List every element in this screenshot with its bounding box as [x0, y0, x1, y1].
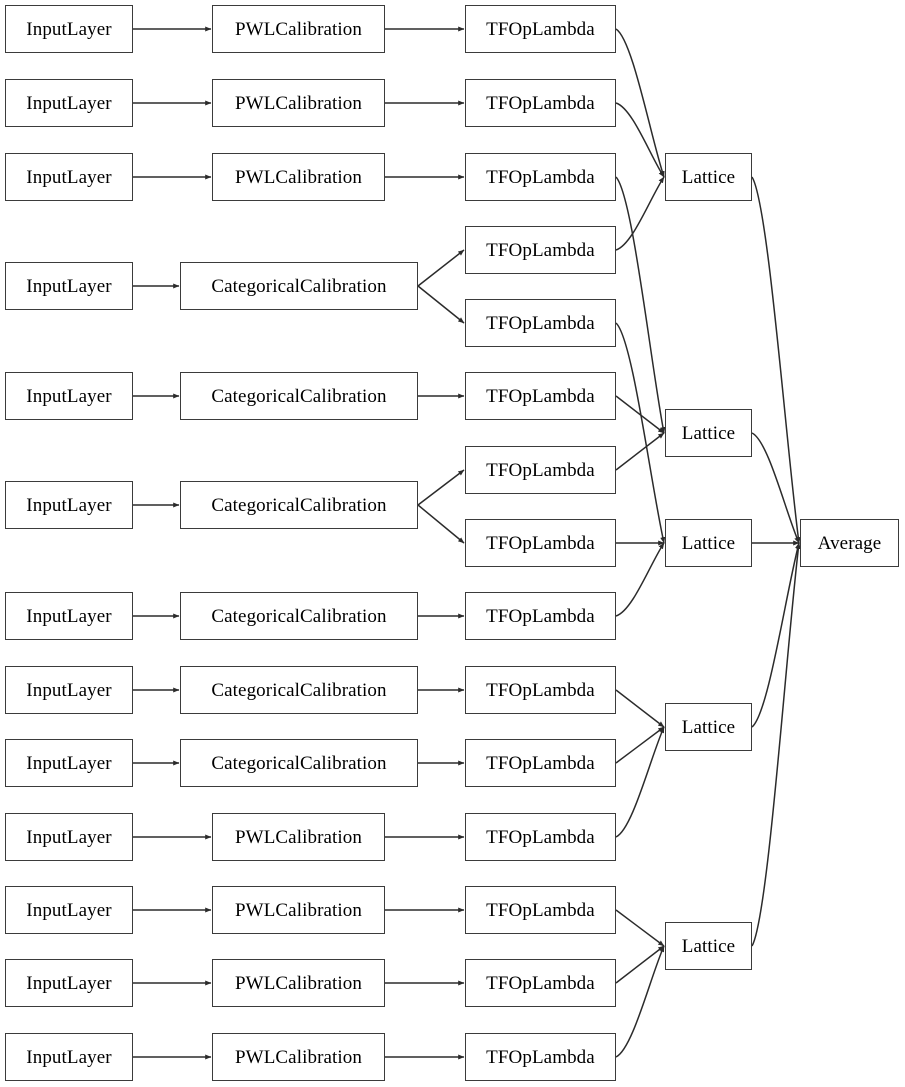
node-cal8[interactable]: CategoricalCalibration [180, 666, 418, 714]
node-lam8[interactable]: TFOpLambda [465, 519, 616, 567]
node-label: TFOpLambda [486, 972, 595, 994]
node-label: InputLayer [26, 826, 112, 848]
node-label: InputLayer [26, 1046, 112, 1068]
node-lat1[interactable]: Lattice [665, 153, 752, 201]
node-label: Lattice [681, 422, 736, 444]
node-lam5[interactable]: TFOpLambda [465, 299, 616, 347]
node-label: InputLayer [26, 275, 112, 297]
node-lam14[interactable]: TFOpLambda [465, 959, 616, 1007]
node-in7[interactable]: InputLayer [5, 592, 133, 640]
node-cal12[interactable]: PWLCalibration [212, 959, 385, 1007]
node-in9[interactable]: InputLayer [5, 739, 133, 787]
node-lat4[interactable]: Lattice [665, 703, 752, 751]
node-cal6[interactable]: CategoricalCalibration [180, 481, 418, 529]
node-lam2[interactable]: TFOpLambda [465, 79, 616, 127]
node-label: TFOpLambda [486, 752, 595, 774]
node-label: TFOpLambda [486, 385, 595, 407]
node-avg[interactable]: Average [800, 519, 899, 567]
node-label: InputLayer [26, 605, 112, 627]
node-lat2[interactable]: Lattice [665, 409, 752, 457]
node-lam1[interactable]: TFOpLambda [465, 5, 616, 53]
node-cal7[interactable]: CategoricalCalibration [180, 592, 418, 640]
node-cal9[interactable]: CategoricalCalibration [180, 739, 418, 787]
node-label: TFOpLambda [486, 18, 595, 40]
node-in6[interactable]: InputLayer [5, 481, 133, 529]
node-in8[interactable]: InputLayer [5, 666, 133, 714]
node-cal5[interactable]: CategoricalCalibration [180, 372, 418, 420]
node-lam9[interactable]: TFOpLambda [465, 592, 616, 640]
node-cal13[interactable]: PWLCalibration [212, 1033, 385, 1081]
node-label: PWLCalibration [235, 18, 362, 40]
node-label: CategoricalCalibration [211, 605, 387, 627]
node-in3[interactable]: InputLayer [5, 153, 133, 201]
node-lam11[interactable]: TFOpLambda [465, 739, 616, 787]
node-lam4[interactable]: TFOpLambda [465, 226, 616, 274]
node-in4[interactable]: InputLayer [5, 262, 133, 310]
node-label: InputLayer [26, 166, 112, 188]
node-in11[interactable]: InputLayer [5, 886, 133, 934]
node-label: PWLCalibration [235, 92, 362, 114]
node-label: InputLayer [26, 679, 112, 701]
node-label: Lattice [681, 166, 736, 188]
node-lam10[interactable]: TFOpLambda [465, 666, 616, 714]
node-label: PWLCalibration [235, 972, 362, 994]
node-label: TFOpLambda [486, 459, 595, 481]
node-lat5[interactable]: Lattice [665, 922, 752, 970]
node-label: TFOpLambda [486, 239, 595, 261]
node-lat3[interactable]: Lattice [665, 519, 752, 567]
node-lam13[interactable]: TFOpLambda [465, 886, 616, 934]
node-lam15[interactable]: TFOpLambda [465, 1033, 616, 1081]
node-label: CategoricalCalibration [211, 752, 387, 774]
node-label: InputLayer [26, 752, 112, 774]
node-cal3[interactable]: PWLCalibration [212, 153, 385, 201]
node-label: TFOpLambda [486, 532, 595, 554]
node-lam6[interactable]: TFOpLambda [465, 372, 616, 420]
node-in13[interactable]: InputLayer [5, 1033, 133, 1081]
node-label: TFOpLambda [486, 312, 595, 334]
node-lam12[interactable]: TFOpLambda [465, 813, 616, 861]
node-label: TFOpLambda [486, 166, 595, 188]
node-in12[interactable]: InputLayer [5, 959, 133, 1007]
node-label: Lattice [681, 532, 736, 554]
node-label: InputLayer [26, 92, 112, 114]
node-label: CategoricalCalibration [211, 275, 387, 297]
node-label: TFOpLambda [486, 899, 595, 921]
node-label: InputLayer [26, 972, 112, 994]
node-in2[interactable]: InputLayer [5, 79, 133, 127]
node-lam7[interactable]: TFOpLambda [465, 446, 616, 494]
node-label: TFOpLambda [486, 92, 595, 114]
node-label: Lattice [681, 935, 736, 957]
node-label: TFOpLambda [486, 826, 595, 848]
node-lam3[interactable]: TFOpLambda [465, 153, 616, 201]
node-label: PWLCalibration [235, 899, 362, 921]
node-label: InputLayer [26, 494, 112, 516]
node-cal11[interactable]: PWLCalibration [212, 886, 385, 934]
node-cal4[interactable]: CategoricalCalibration [180, 262, 418, 310]
node-label: TFOpLambda [486, 605, 595, 627]
node-label: PWLCalibration [235, 1046, 362, 1068]
node-label: TFOpLambda [486, 1046, 595, 1068]
node-cal1[interactable]: PWLCalibration [212, 5, 385, 53]
node-in5[interactable]: InputLayer [5, 372, 133, 420]
node-in10[interactable]: InputLayer [5, 813, 133, 861]
node-label: CategoricalCalibration [211, 385, 387, 407]
node-label: PWLCalibration [235, 826, 362, 848]
node-label: InputLayer [26, 899, 112, 921]
node-label: CategoricalCalibration [211, 679, 387, 701]
node-label: Lattice [681, 716, 736, 738]
node-label: PWLCalibration [235, 166, 362, 188]
node-in1[interactable]: InputLayer [5, 5, 133, 53]
node-label: Average [817, 532, 882, 554]
node-cal2[interactable]: PWLCalibration [212, 79, 385, 127]
node-cal10[interactable]: PWLCalibration [212, 813, 385, 861]
node-label: CategoricalCalibration [211, 494, 387, 516]
node-label: TFOpLambda [486, 679, 595, 701]
node-label: InputLayer [26, 18, 112, 40]
node-label: InputLayer [26, 385, 112, 407]
